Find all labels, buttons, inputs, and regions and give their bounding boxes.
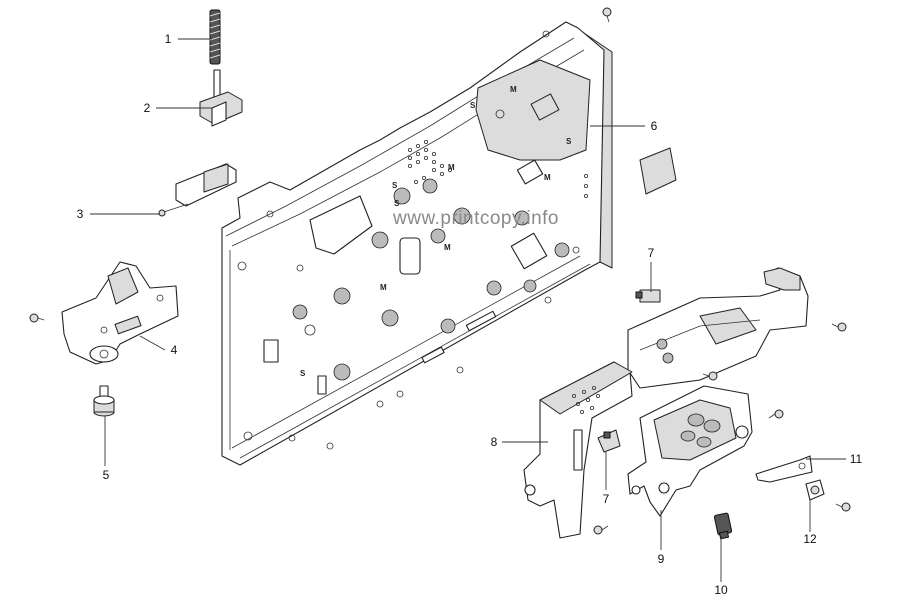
switch-part — [635, 289, 661, 303]
screw-icon — [593, 525, 609, 535]
plug-connector-part — [713, 512, 733, 540]
callout-9: 9 — [658, 552, 665, 566]
callout-2: 2 — [144, 101, 151, 115]
frame-mark-s: S — [392, 181, 398, 190]
callout-10: 10 — [714, 583, 728, 597]
frame-mark-m: M — [444, 243, 451, 252]
clip-part — [805, 479, 825, 501]
small-bracket-part — [755, 455, 813, 483]
guide-block-part — [61, 261, 179, 365]
screw-icon — [29, 313, 45, 323]
spring-part — [209, 9, 221, 65]
screw-icon — [602, 7, 612, 23]
frame-mark-s: S — [394, 199, 400, 208]
frame-mark-m: M — [510, 85, 517, 94]
screw-icon — [702, 371, 718, 381]
frame-mark-s: S — [300, 369, 306, 378]
frame-gears — [292, 178, 570, 381]
callout-12: 12 — [803, 532, 817, 546]
screw-icon — [831, 322, 847, 332]
leader-lines — [90, 38, 846, 582]
frame-mark-m: M — [380, 283, 387, 292]
callout-7-lower: 7 — [603, 492, 610, 506]
callout-7-upper: 7 — [648, 246, 655, 260]
rubber-foot-part — [93, 385, 115, 417]
callout-11: 11 — [850, 452, 863, 466]
duct-bracket-assembly — [523, 267, 809, 539]
callout-4: 4 — [171, 343, 178, 357]
callout-5: 5 — [103, 468, 110, 482]
callout-3: 3 — [77, 207, 84, 221]
frame-mark-s: S — [566, 137, 572, 146]
watermark-text: www.printcopy.info — [392, 208, 559, 229]
callout-1: 1 — [165, 32, 172, 46]
frame-mark-m: M — [544, 173, 551, 182]
pin-bracket-part — [199, 69, 243, 127]
pad-sheet — [639, 147, 677, 195]
callout-6: 6 — [651, 119, 658, 133]
switch-part — [597, 429, 621, 453]
frame-mark-m: M — [448, 163, 455, 172]
arm-bracket-part — [158, 163, 237, 217]
holder-assembly — [627, 385, 753, 517]
main-side-frame: S S M M M M S S M S — [221, 21, 613, 466]
screw-icon — [835, 502, 851, 512]
screw-icon — [768, 409, 784, 419]
frame-mark-s: S — [470, 101, 476, 110]
callout-8: 8 — [491, 435, 498, 449]
